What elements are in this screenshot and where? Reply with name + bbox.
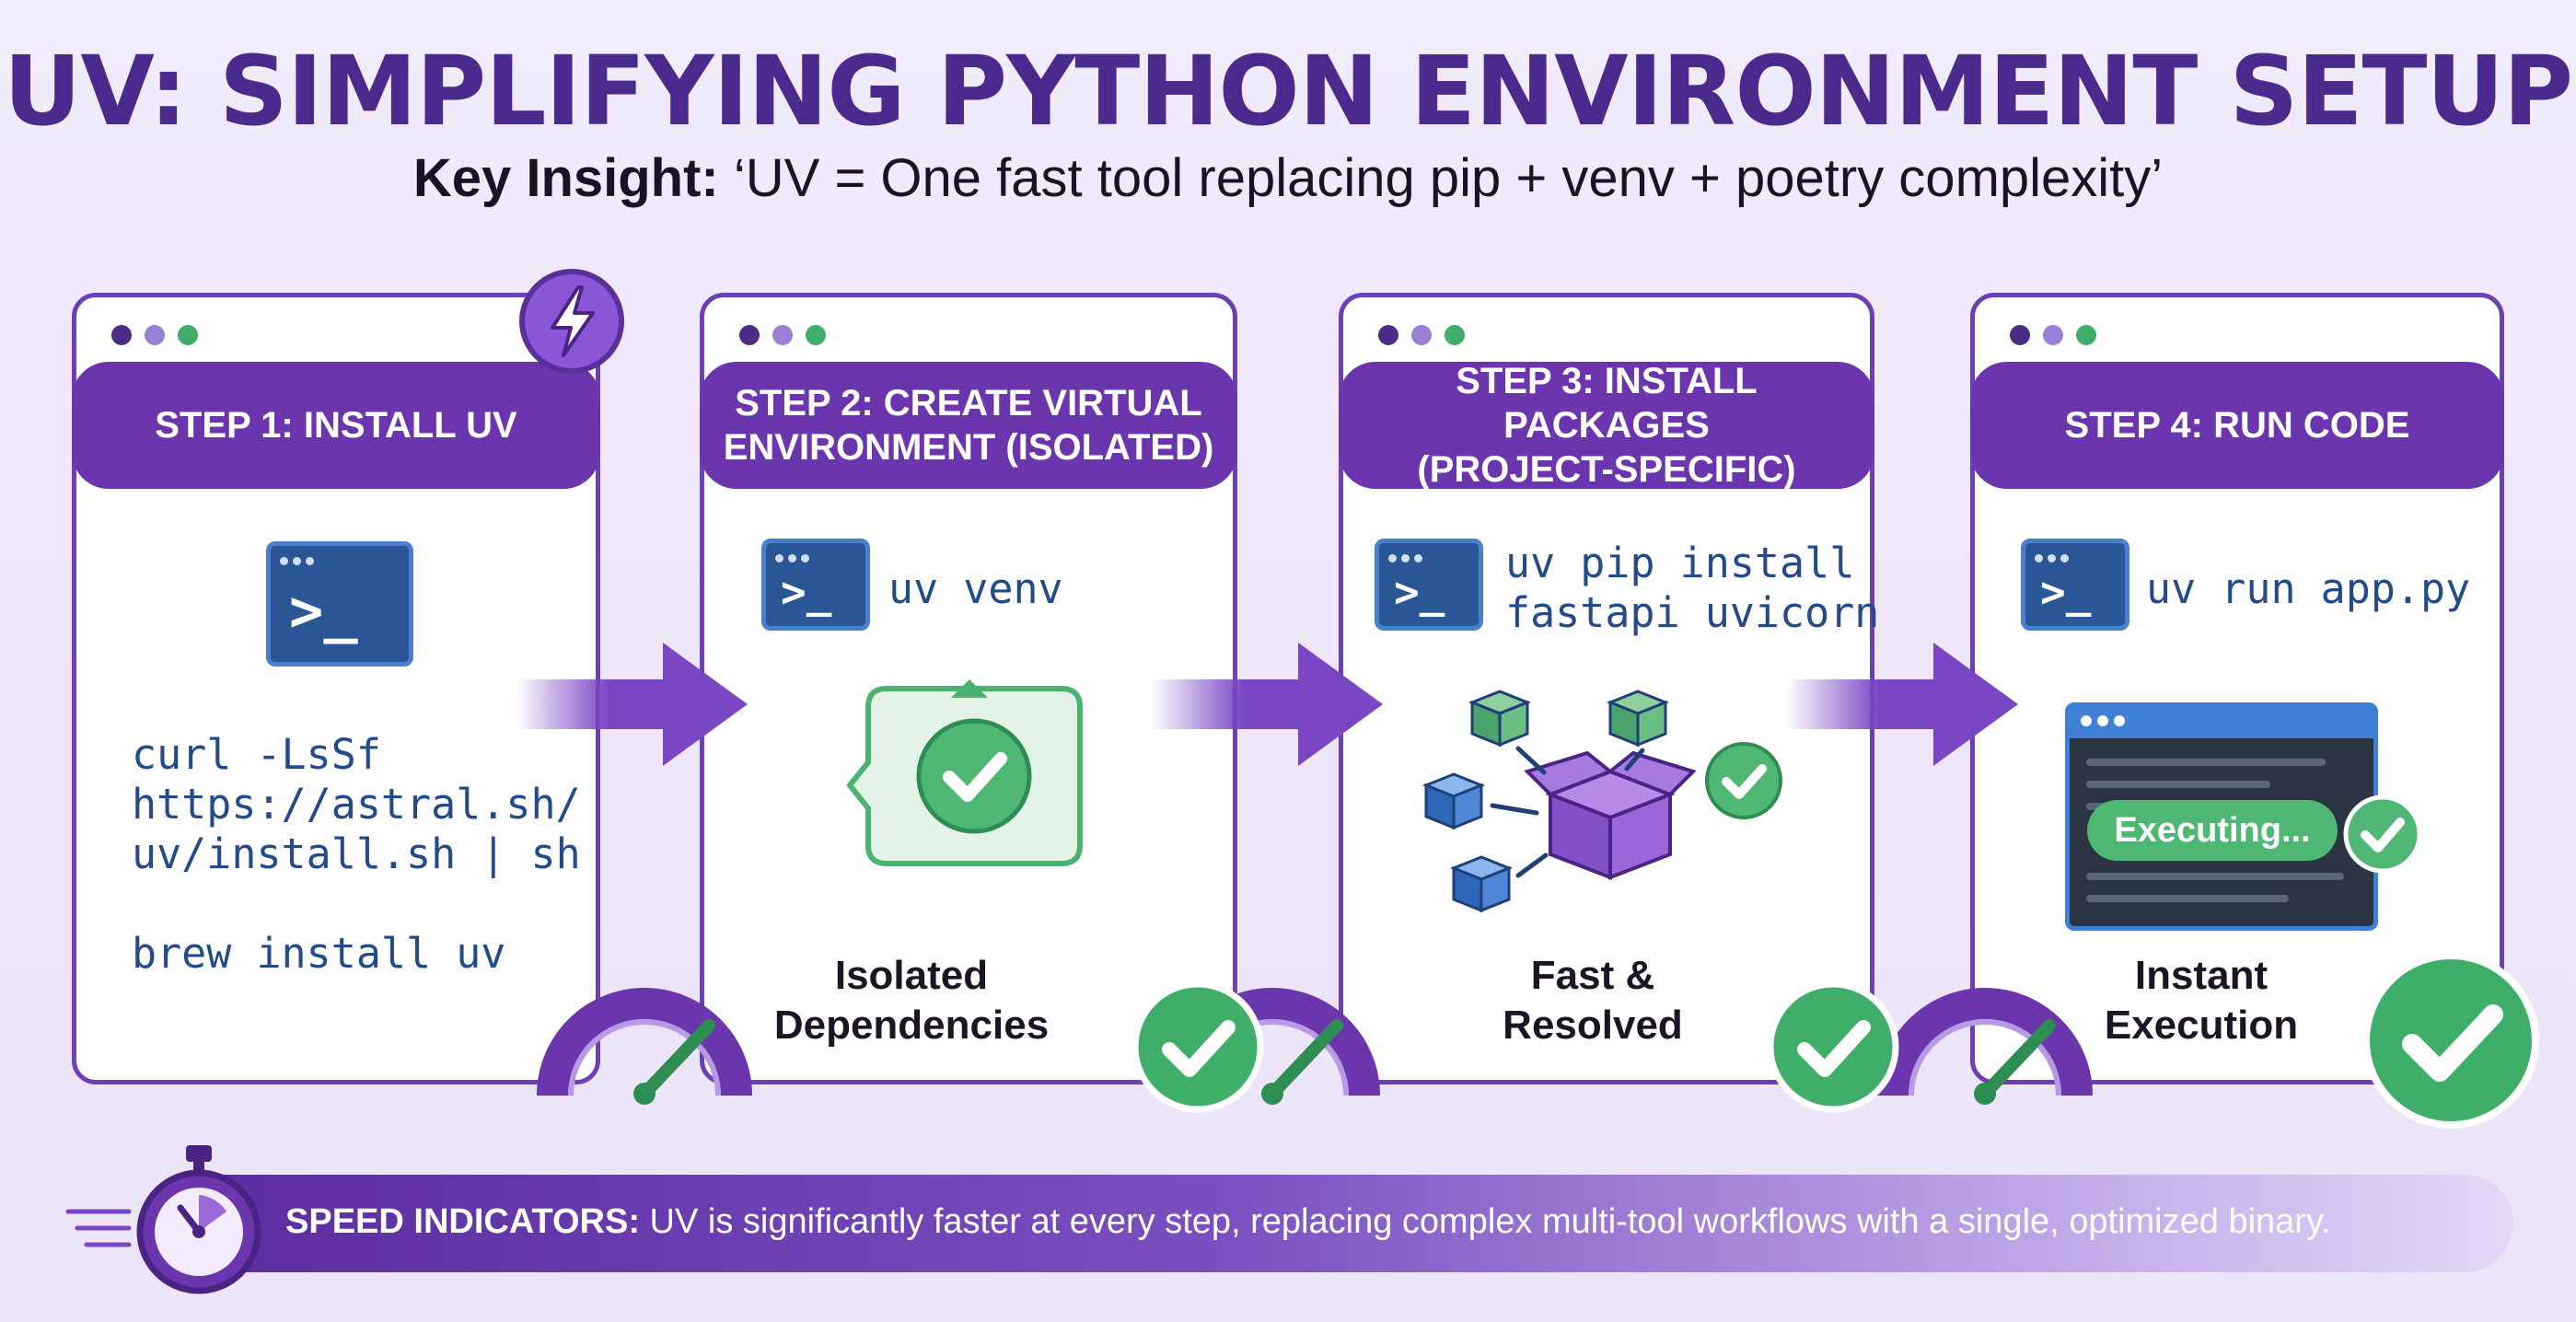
- caption-line: Isolated: [834, 953, 989, 998]
- check-circle-icon: [1767, 980, 1899, 1113]
- key-insight-label: Key Insight:: [412, 148, 719, 208]
- code-line: fastapi uvicorn: [1505, 588, 1880, 637]
- speed-indicators-label: SPEED INDICATORS:: [285, 1202, 640, 1241]
- step-3-caption: Fast & Resolved: [1450, 951, 1735, 1050]
- step-3-panel: STEP 3: INSTALL PACKAGES (PROJECT-SPECIF…: [1339, 293, 1879, 1084]
- shield-check-icon: [846, 679, 1083, 866]
- caption-line: Execution: [2104, 1003, 2299, 1048]
- speed-indicators-text: SPEED INDICATORS: UV is significantly fa…: [285, 1202, 2331, 1242]
- check-circle-icon: [2362, 952, 2539, 1129]
- code-line: uv venv: [888, 564, 1063, 613]
- arrow-right-icon: [1786, 643, 2018, 766]
- step-1-header-line-1: STEP 1: INSTALL UV: [155, 405, 517, 446]
- check-circle-icon: [2343, 794, 2422, 874]
- step-3-header-line-1: STEP 3: INSTALL PACKAGES: [1456, 361, 1758, 446]
- check-circle-icon: [1131, 980, 1264, 1113]
- terminal-icon: >_: [1375, 539, 1483, 631]
- window-dots: [739, 325, 839, 347]
- step-2-header: STEP 2: CREATE VIRTUAL ENVIRONMENT (ISOL…: [700, 362, 1237, 489]
- step-2-caption: Isolated Dependencies: [750, 951, 1073, 1050]
- key-insight-text: ‘UV = One fast tool replacing pip + venv…: [733, 148, 2164, 208]
- lightning-icon: [519, 269, 624, 374]
- step-3-header: STEP 3: INSTALL PACKAGES (PROJECT-SPECIF…: [1339, 361, 1874, 490]
- speedometer-icon: [537, 988, 752, 1105]
- caption-line: Dependencies: [773, 1003, 1050, 1048]
- window-dots: [111, 325, 211, 347]
- window-dots: [1378, 325, 1478, 347]
- terminal-icon: >_: [2021, 539, 2129, 631]
- code-line: uv/install.sh | sh: [132, 829, 581, 878]
- speed-indicators-bar: [157, 1175, 2513, 1272]
- step-2-code: uv venv: [888, 564, 1063, 614]
- caption-line: Resolved: [1503, 1003, 1683, 1048]
- step-4-header: STEP 4: RUN CODE: [1970, 362, 2504, 489]
- speed-indicators-body: UV is significantly faster at every step…: [649, 1202, 2331, 1241]
- executing-pill: Executing...: [2087, 800, 2338, 861]
- package-box-icon: [1421, 690, 1782, 913]
- window-dots: [2010, 325, 2109, 347]
- code-line: uv pip install: [1505, 539, 1855, 587]
- stopwatch-icon: [65, 1145, 261, 1294]
- terminal-icon: >_: [761, 539, 870, 631]
- step-1-header: STEP 1: INSTALL UV: [72, 362, 600, 489]
- key-insight: Key Insight: ‘UV = One fast tool replaci…: [0, 147, 2576, 209]
- step-2-header-line-2: ENVIRONMENT (ISOLATED): [723, 427, 1214, 468]
- speedometer-icon: [1877, 988, 2093, 1105]
- step-2-panel: STEP 2: CREATE VIRTUAL ENVIRONMENT (ISOL…: [700, 293, 1237, 1084]
- arrow-right-icon: [516, 643, 748, 766]
- arrow-right-icon: [1151, 643, 1383, 766]
- code-line: brew install uv: [132, 929, 506, 978]
- code-line: uv run app.py: [2146, 564, 2471, 613]
- code-line: curl -LsSf: [132, 730, 381, 779]
- step-3-header-line-2: (PROJECT-SPECIFIC): [1417, 449, 1796, 490]
- caption-line: Fast &: [1530, 953, 1655, 998]
- terminal-icon: >_: [266, 541, 413, 667]
- page-title: UV: SIMPLIFYING PYTHON ENVIRONMENT SETUP: [3, 35, 2573, 147]
- step-4-panel: STEP 4: RUN CODE >_ uv run app.py Execut…: [1970, 293, 2504, 1084]
- caption-line: Instant: [2134, 953, 2269, 998]
- code-line: https://astral.sh/: [132, 780, 581, 829]
- step-4-code: uv run app.py: [2146, 564, 2470, 614]
- step-2-header-line-1: STEP 2: CREATE VIRTUAL: [735, 383, 1202, 423]
- step-4-caption: Instant Execution: [2054, 951, 2349, 1050]
- step-4-header-line-1: STEP 4: RUN CODE: [2064, 405, 2410, 446]
